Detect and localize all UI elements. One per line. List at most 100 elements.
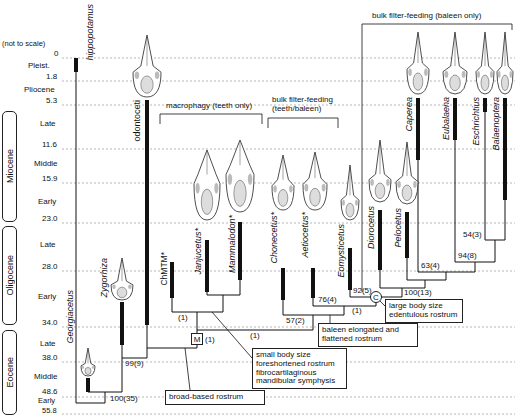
figure-label: 55.8	[42, 407, 57, 415]
node-text: C	[373, 293, 379, 302]
skull-detail	[289, 185, 293, 192]
skull-detail	[386, 179, 390, 186]
skull-illustration	[396, 142, 418, 204]
skull-detail	[413, 181, 417, 188]
skull-illustration	[497, 32, 513, 94]
figure-label: 92(5)	[353, 287, 372, 296]
range-bar	[74, 58, 78, 72]
figure-label: 100(13)	[404, 289, 432, 298]
time-gridline	[62, 327, 515, 328]
epoch-name: Miocene	[5, 149, 15, 183]
range-bar	[503, 98, 507, 200]
skull-detail	[135, 72, 139, 79]
skull-detail	[509, 71, 512, 78]
figure-label: Pliocene	[24, 86, 55, 95]
skull-detail	[481, 75, 489, 91]
taxon-name: ChMTM*	[160, 252, 169, 286]
tree-branch	[344, 306, 345, 315]
node-text: broad-based rostrum	[169, 393, 243, 402]
leader-line	[330, 315, 331, 323]
skull-detail	[424, 69, 428, 76]
range-bar	[378, 210, 382, 270]
skull-detail	[147, 37, 148, 66]
skull-detail	[196, 183, 200, 194]
tree-branch	[380, 270, 381, 288]
taxon-name: Diorocetus	[367, 206, 377, 249]
tree-branch	[88, 392, 122, 393]
skull-detail	[322, 184, 326, 192]
figure-label: 38.0	[42, 354, 58, 363]
range-bar	[483, 98, 487, 112]
tree-branch	[283, 300, 284, 315]
character-callout: broad-based rostrum	[165, 390, 265, 405]
taxon-name: Zygorhiza	[100, 258, 110, 298]
figure-label: Early	[38, 198, 56, 207]
skull-detail	[485, 34, 486, 66]
skull-illustration	[81, 348, 95, 376]
figure-label: 28.0	[42, 263, 58, 272]
tree-branch	[147, 325, 148, 358]
figure-label: 11.6	[42, 141, 57, 150]
skull-detail	[214, 183, 218, 194]
skull-detail	[413, 73, 423, 90]
skull-detail	[407, 144, 408, 176]
node-text: baleen elongated and flattened rostrum	[322, 326, 414, 344]
tree-branch	[313, 315, 314, 330]
tree-branch	[495, 240, 496, 262]
taxon-name: Aetiocetus*	[301, 212, 311, 258]
range-bar	[416, 98, 420, 160]
taxon-name: Chonecetus*	[270, 212, 280, 264]
tree-branch	[505, 200, 506, 240]
skull-detail	[207, 152, 208, 175]
epoch-name: Oligocene	[5, 255, 15, 296]
tree-branch	[407, 258, 408, 280]
skull-detail	[85, 367, 91, 374]
tree-branch	[485, 240, 505, 241]
tree-branch	[407, 280, 446, 281]
tree-branch	[147, 348, 197, 349]
epoch-box: Miocene	[2, 111, 17, 222]
leader-line	[212, 312, 252, 358]
skull-detail	[501, 75, 508, 91]
range-bar	[205, 240, 209, 292]
tree-branch	[402, 288, 403, 297]
tree-branch	[313, 298, 314, 306]
tree-branch	[172, 298, 173, 312]
skull-detail	[477, 71, 480, 78]
figure-label: (not to scale)	[2, 40, 45, 48]
skull-detail	[283, 157, 284, 180]
figure-label: 15.9	[42, 175, 58, 184]
figure-label: Late	[40, 340, 56, 349]
skull-illustration	[443, 32, 467, 94]
taxon-name: Pelocetus	[394, 208, 404, 248]
group-bracket	[512, 24, 513, 30]
tree-branch	[197, 330, 313, 331]
skull-detail	[155, 72, 159, 79]
figure-label: bulk filter-feeding (teeth/baleen)	[272, 96, 352, 114]
skull-detail	[370, 179, 374, 186]
figure-label: Early	[38, 397, 55, 405]
figure-label: 54(3)	[463, 231, 482, 240]
range-bar	[281, 268, 285, 300]
taxon-name: Caperea	[405, 97, 415, 132]
taxon-name: Eomysticetus	[337, 224, 347, 278]
range-bar	[405, 212, 409, 258]
time-gridline	[62, 58, 515, 59]
skull-detail	[355, 200, 358, 206]
taxon-name: hippopotamus	[86, 4, 96, 61]
figure-label: (1)	[205, 336, 215, 345]
skull-illustration	[226, 140, 254, 212]
skull-detail	[450, 75, 461, 91]
skull-detail	[240, 142, 241, 165]
range-bar	[86, 378, 90, 392]
skull-detail	[350, 167, 351, 195]
skull-illustration	[303, 152, 327, 210]
range-bar	[453, 98, 457, 140]
skull-detail	[201, 189, 212, 214]
skull-detail	[92, 366, 94, 369]
skull-detail	[315, 154, 316, 178]
time-gridline	[62, 414, 515, 415]
figure-label: bulk filter-feeding (baleen only)	[372, 12, 481, 21]
group-bracket	[268, 118, 269, 128]
group-bracket	[160, 114, 161, 124]
